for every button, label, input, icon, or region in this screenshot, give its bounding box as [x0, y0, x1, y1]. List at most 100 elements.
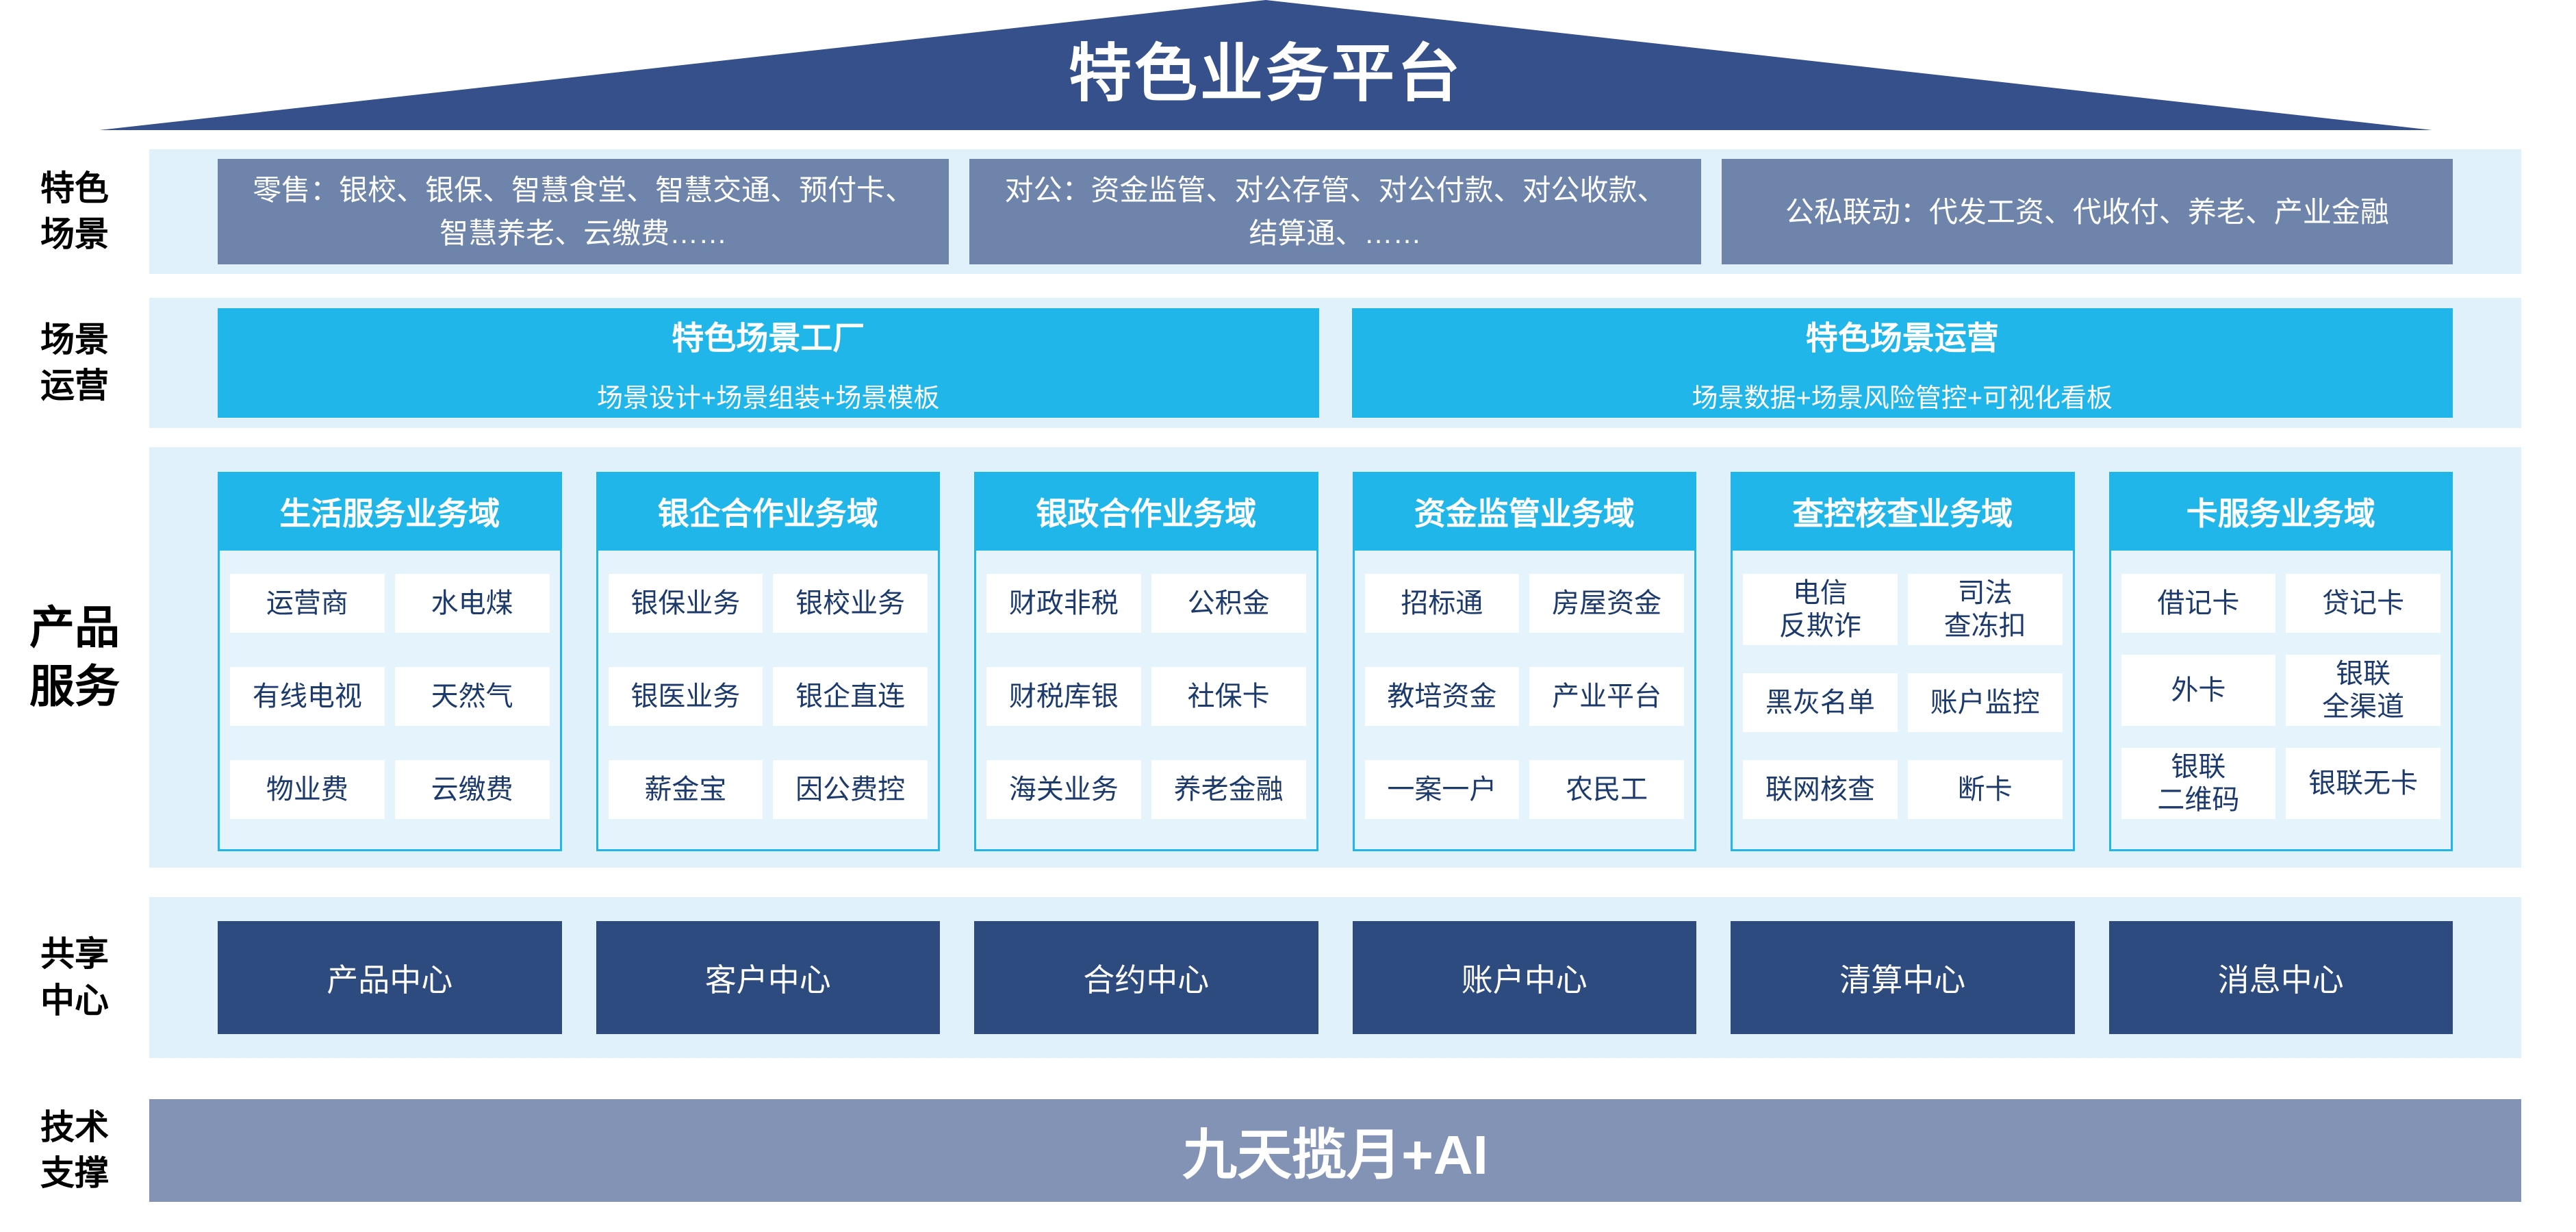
domain-body: 财政非税 公积金 财税库银 社保卡 海关业务 养老金融	[974, 551, 1318, 851]
product-cell: 黑灰名单	[1743, 673, 1898, 732]
domain-cell-row: 电信 反欺诈 司法 查冻扣	[1743, 574, 2063, 645]
product-cell: 断卡	[1907, 760, 2063, 819]
scenario-box-corporate: 对公：资金监管、对公存管、对公付款、对公收款、结算通、……	[969, 159, 1701, 264]
domain-cell-row: 一案一户 农民工	[1364, 760, 1684, 819]
domain-cell-row: 物业费 云缴费	[230, 760, 550, 819]
product-cell: 水电煤	[394, 574, 550, 633]
domain-cell-row: 财税库银 社保卡	[986, 667, 1306, 726]
domain-cell-row: 运营商 水电煤	[230, 574, 550, 633]
center-box-customer: 客户中心	[596, 921, 940, 1034]
ops-box-scene-factory: 特色场景工厂 场景设计+场景组装+场景模板	[218, 308, 1319, 418]
product-cell: 联网核查	[1743, 760, 1898, 819]
layer-label-products: 产品 服务	[29, 602, 120, 712]
product-cell: 银保业务	[608, 574, 763, 633]
product-cell: 运营商	[230, 574, 385, 633]
domain-cell-row: 外卡 银联 全渠道	[2121, 655, 2440, 726]
layer-scenarios: 特色 场景 零售：银校、银保、智慧食堂、智慧交通、预付卡、智慧养老、云缴费…… …	[0, 149, 2576, 274]
product-cell: 司法 查冻扣	[1907, 574, 2063, 645]
domain-cell-row: 有线电视 天然气	[230, 667, 550, 726]
product-cell: 薪金宝	[608, 760, 763, 819]
tech-support-bar: 九天揽月+AI	[149, 1099, 2521, 1202]
ops-box-subtitle: 场景数据+场景风险管控+可视化看板	[1692, 384, 2113, 413]
domain-cell-row: 财政非税 公积金	[986, 574, 1306, 633]
platform-roof: 特色业务平台	[0, 0, 2576, 130]
ops-box-title: 特色场景工厂	[672, 320, 865, 356]
shared-centers-panel: 产品中心 客户中心 合约中心 账户中心 清算中心 消息中心	[149, 897, 2521, 1058]
product-cell: 银校业务	[773, 574, 928, 633]
ops-box-title: 特色场景运营	[1805, 320, 1999, 356]
product-cell: 银联无卡	[2286, 748, 2440, 819]
product-cell: 电信 反欺诈	[1743, 574, 1898, 645]
layer-tech-support: 技术 支撑 九天揽月+AI	[0, 1099, 2576, 1202]
ops-box-subtitle: 场景设计+场景组装+场景模板	[597, 384, 940, 413]
product-cell: 财政非税	[986, 574, 1141, 633]
center-box-product: 产品中心	[218, 921, 562, 1034]
domain-header: 资金监管业务域	[1352, 472, 1696, 551]
center-box-account: 账户中心	[1352, 921, 1696, 1034]
domain-cell-row: 银联 二维码 银联无卡	[2121, 748, 2440, 819]
domain-header: 生活服务业务域	[218, 472, 562, 551]
domain-cell-row: 银医业务 银企直连	[608, 667, 928, 726]
domain-column-bank-government: 银政合作业务域 财政非税 公积金 财税库银 社保卡 海关业务 养老金融	[974, 472, 1318, 851]
domain-body: 银保业务 银校业务 银医业务 银企直连 薪金宝 因公费控	[596, 551, 940, 851]
domain-body: 借记卡 贷记卡 外卡 银联 全渠道 银联 二维码 银联无卡	[2108, 551, 2453, 851]
product-cell: 外卡	[2121, 655, 2276, 726]
domain-column-life-services: 生活服务业务域 运营商 水电煤 有线电视 天然气 物业费 云缴费	[218, 472, 562, 851]
scenario-panel: 零售：银校、银保、智慧食堂、智慧交通、预付卡、智慧养老、云缴费…… 对公：资金监…	[149, 149, 2521, 274]
domain-column-check-verification: 查控核查业务域 电信 反欺诈 司法 查冻扣 黑灰名单 账户监控 联网核查 断卡	[1731, 472, 2075, 851]
product-cell: 财税库银	[986, 667, 1141, 726]
layer-shared-centers: 共享 中心 产品中心 客户中心 合约中心 账户中心 清算中心 消息中心	[0, 897, 2576, 1058]
platform-title: 特色业务平台	[1068, 39, 1463, 109]
domain-cell-row: 联网核查 断卡	[1743, 760, 2063, 819]
operations-panel: 特色场景工厂 场景设计+场景组装+场景模板 特色场景运营 场景数据+场景风险管控…	[149, 298, 2521, 428]
domain-body: 招标通 房屋资金 教培资金 产业平台 一案一户 农民工	[1352, 551, 1696, 851]
product-cell: 银企直连	[773, 667, 928, 726]
product-cell: 云缴费	[394, 760, 550, 819]
product-cell: 教培资金	[1364, 667, 1520, 726]
domain-header: 查控核查业务域	[1731, 472, 2075, 551]
ops-box-scene-operation: 特色场景运营 场景数据+场景风险管控+可视化看板	[1351, 308, 2453, 418]
domain-cell-row: 黑灰名单 账户监控	[1743, 673, 2063, 732]
product-cell: 天然气	[394, 667, 550, 726]
domain-header: 卡服务业务域	[2108, 472, 2453, 551]
product-cell: 因公费控	[773, 760, 928, 819]
product-cell: 银联 二维码	[2121, 748, 2276, 819]
domain-column-card-services: 卡服务业务域 借记卡 贷记卡 外卡 银联 全渠道 银联 二维码 银联无卡	[2108, 472, 2453, 851]
domain-body: 电信 反欺诈 司法 查冻扣 黑灰名单 账户监控 联网核查 断卡	[1731, 551, 2075, 851]
center-box-contract: 合约中心	[974, 921, 1318, 1034]
product-cell: 有线电视	[230, 667, 385, 726]
layer-label-operations: 场景 运营	[40, 320, 109, 405]
product-cell: 海关业务	[986, 760, 1141, 819]
center-box-message: 消息中心	[2108, 921, 2453, 1034]
product-cell: 物业费	[230, 760, 385, 819]
product-cell: 银医业务	[608, 667, 763, 726]
layer-label-shared: 共享 中心	[40, 935, 109, 1020]
layer-product-services: 产品 服务 生活服务业务域 运营商 水电煤 有线电视 天然气 物业费 云缴费	[0, 447, 2576, 868]
product-cell: 一案一户	[1364, 760, 1520, 819]
domain-cell-row: 借记卡 贷记卡	[2121, 574, 2440, 633]
product-cell: 房屋资金	[1529, 574, 1684, 633]
layer-scenario-operations: 场景 运营 特色场景工厂 场景设计+场景组装+场景模板 特色场景运营 场景数据+…	[0, 298, 2576, 428]
domain-cell-row: 薪金宝 因公费控	[608, 760, 928, 819]
domain-cell-row: 教培资金 产业平台	[1364, 667, 1684, 726]
product-cell: 账户监控	[1907, 673, 2063, 732]
products-panel: 生活服务业务域 运营商 水电煤 有线电视 天然气 物业费 云缴费	[149, 447, 2521, 868]
product-cell: 社保卡	[1151, 667, 1306, 726]
domain-body: 运营商 水电煤 有线电视 天然气 物业费 云缴费	[218, 551, 562, 851]
domain-header: 银企合作业务域	[596, 472, 940, 551]
center-box-clearing: 清算中心	[1731, 921, 2075, 1034]
product-cell: 招标通	[1364, 574, 1520, 633]
product-cell: 公积金	[1151, 574, 1306, 633]
domain-cell-row: 海关业务 养老金融	[986, 760, 1306, 819]
scenario-box-public-private-linkage: 公私联动：代发工资、代收付、养老、产业金融	[1721, 159, 2453, 264]
scenario-box-retail: 零售：银校、银保、智慧食堂、智慧交通、预付卡、智慧养老、云缴费……	[218, 159, 949, 264]
domain-header: 银政合作业务域	[974, 472, 1318, 551]
product-cell: 贷记卡	[2286, 574, 2440, 633]
product-cell: 借记卡	[2121, 574, 2276, 633]
domain-cell-row: 银保业务 银校业务	[608, 574, 928, 633]
product-cell: 农民工	[1529, 760, 1684, 819]
layer-label-scenarios: 特色 场景	[40, 168, 109, 254]
product-cell: 银联 全渠道	[2286, 655, 2440, 726]
domain-cell-row: 招标通 房屋资金	[1364, 574, 1684, 633]
